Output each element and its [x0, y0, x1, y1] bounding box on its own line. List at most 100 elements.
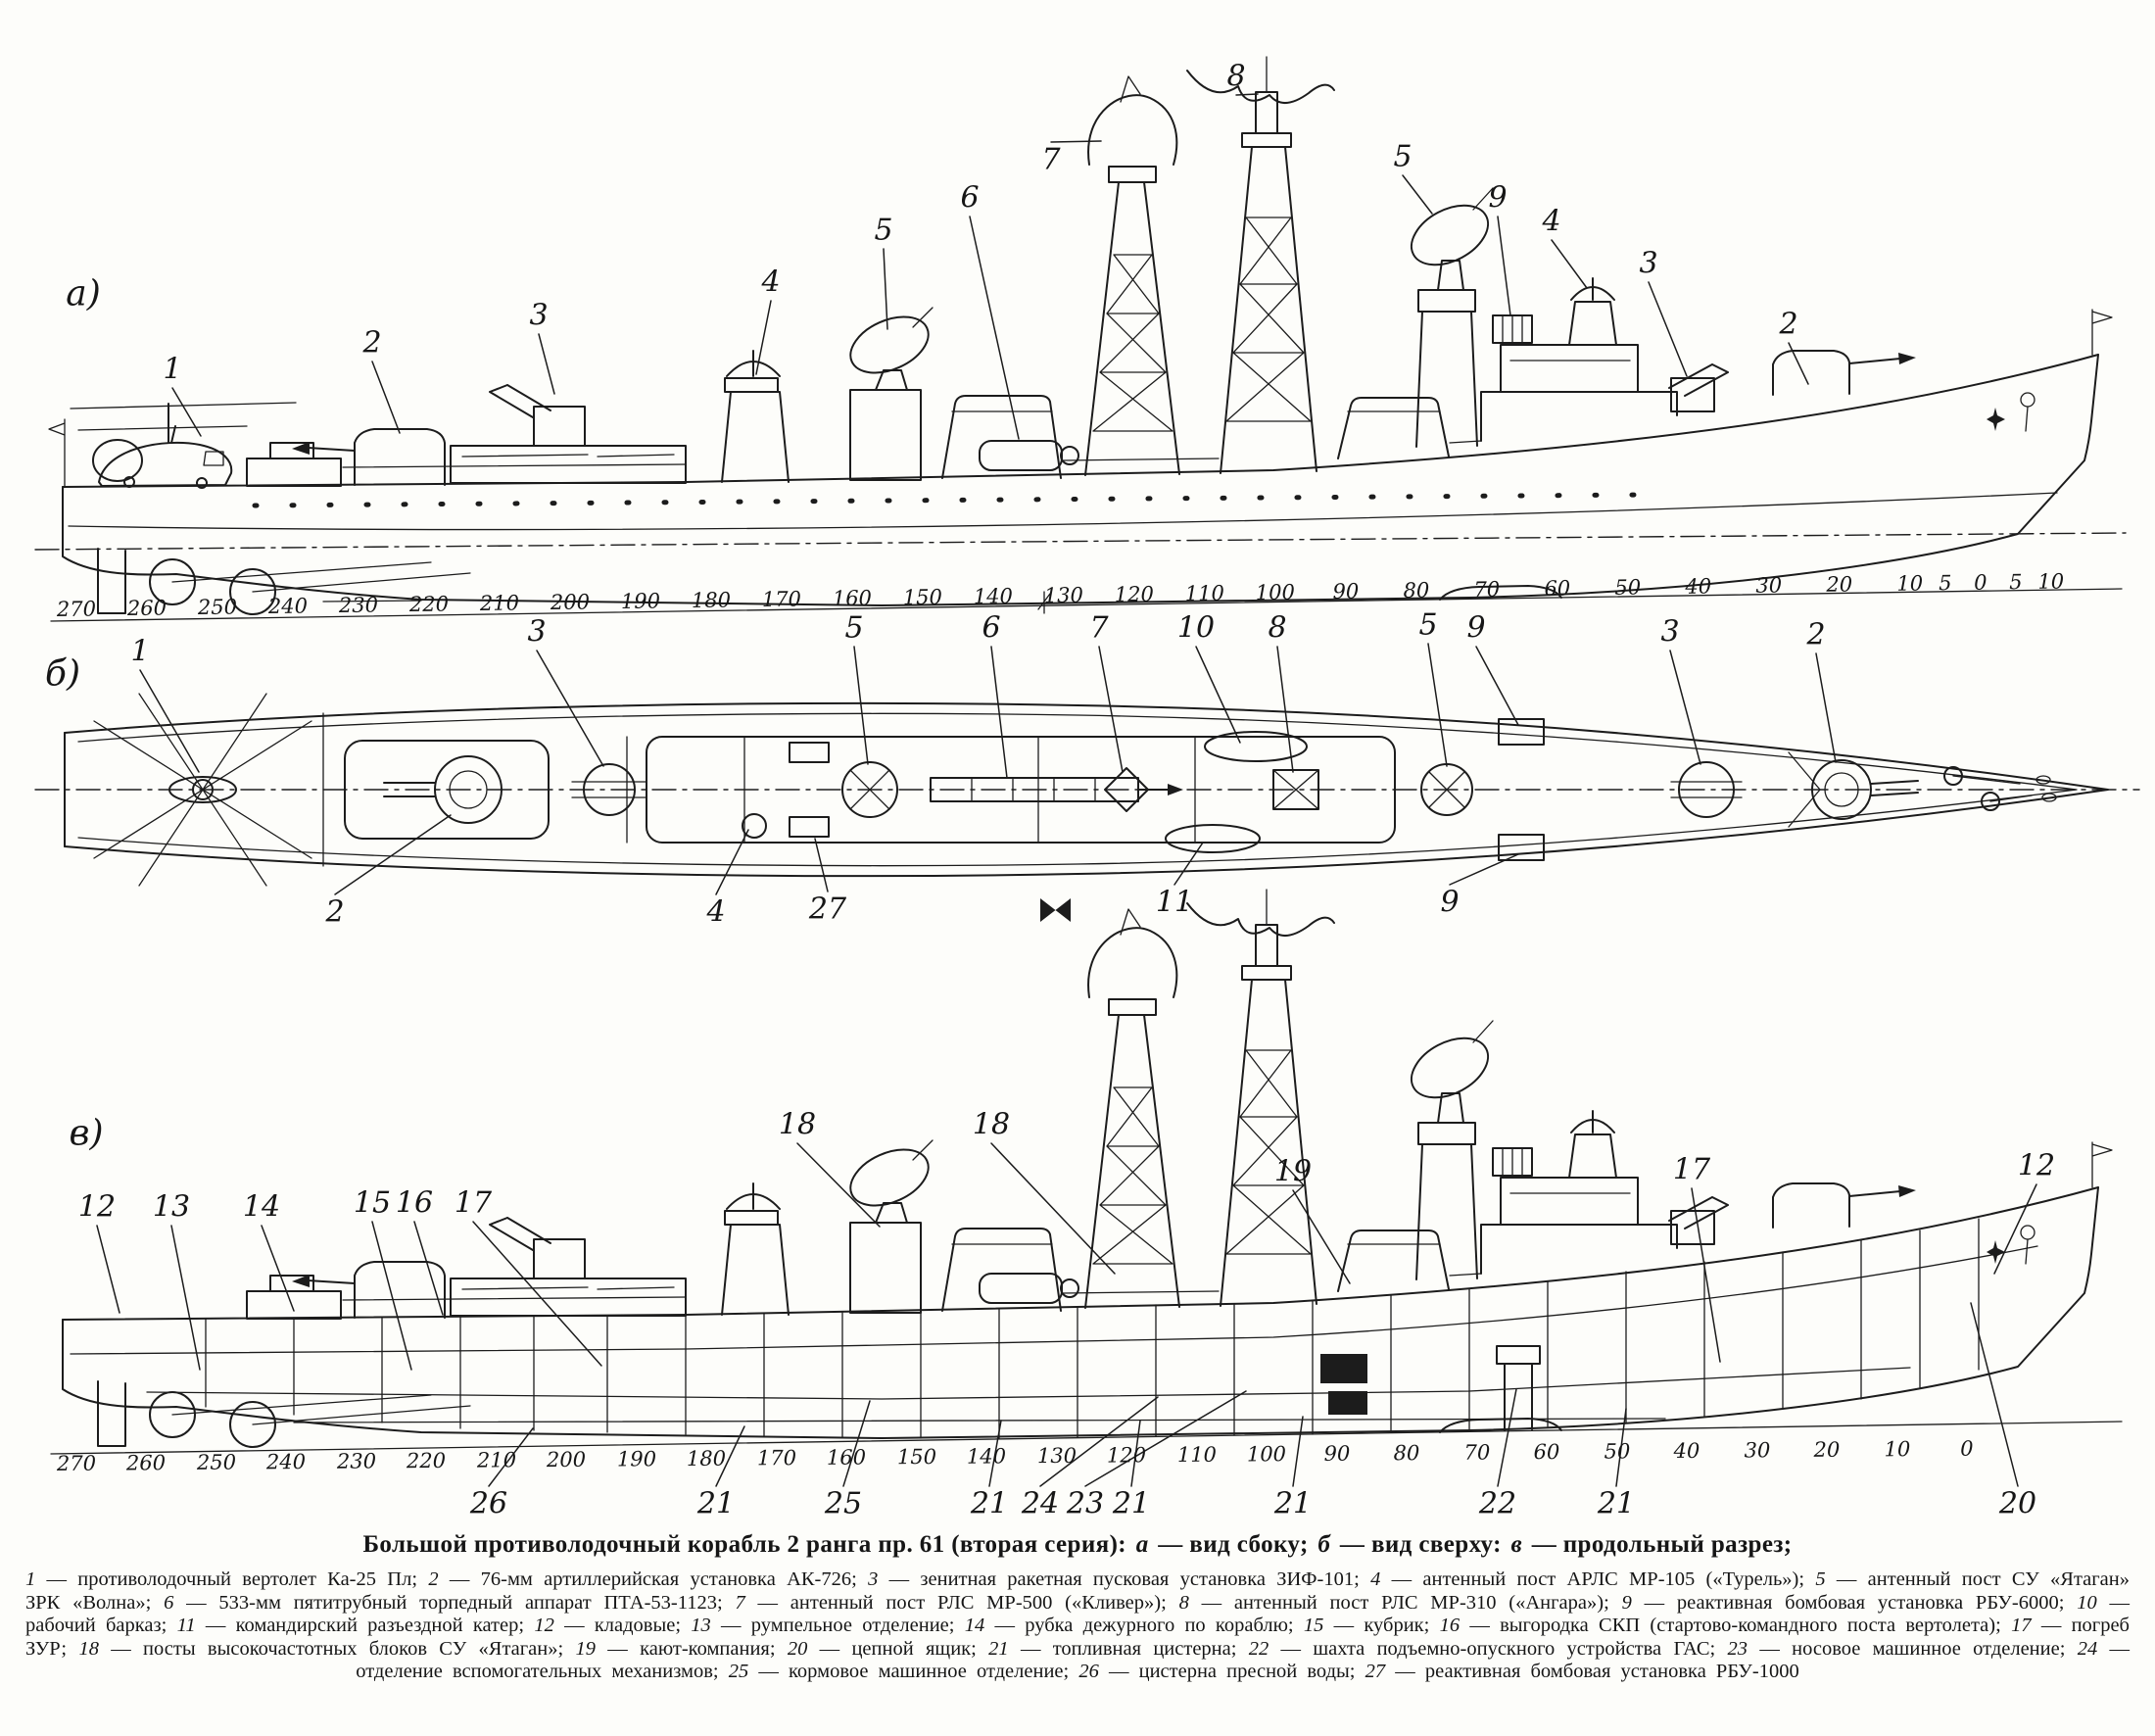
- rbu6000-mount: [1492, 314, 1533, 344]
- frame-number: 130: [1036, 1443, 1078, 1469]
- section-mark: [1040, 898, 1071, 922]
- frame-number: 0: [1960, 1436, 1974, 1461]
- callout-11: 11: [1155, 885, 1194, 920]
- aft-yatagan-plan: [841, 761, 898, 818]
- torpedo-tubes: [979, 440, 1079, 471]
- frame-number: 110: [1184, 581, 1225, 605]
- aft-yatagan-antenna: [849, 307, 934, 481]
- frame-number: 220: [408, 592, 450, 617]
- frame-number: 140: [966, 1444, 1007, 1469]
- frame-number: 200: [546, 1447, 587, 1472]
- legend-item-text: — рабочий барказ;: [25, 1591, 2131, 1637]
- legend-item-text: — румпельное отделение;: [710, 1615, 965, 1636]
- frame-number: 5: [2008, 570, 2023, 595]
- legend-item-text: — антенный пост РЛС МР-500 («Кливер»);: [744, 1591, 1179, 1614]
- frame-number: 250: [197, 595, 238, 620]
- frame-number: 250: [196, 1450, 237, 1474]
- legend-item-text: — антенный пост АРЛС МР-105 («Турель»);: [1380, 1568, 1816, 1590]
- frame-number: 230: [336, 1449, 377, 1473]
- legend-item-text: — носовое машинное отделение;: [1748, 1637, 2078, 1660]
- frame-number: 160: [826, 1445, 867, 1470]
- caption-view-list: а — вид сбоку; б — вид сверху: в — продо…: [1126, 1531, 1792, 1558]
- callout-1: 1: [130, 634, 150, 669]
- legend-item-number: 13: [691, 1615, 711, 1636]
- frame-number: 170: [756, 1446, 797, 1471]
- legend-item-number: 19: [575, 1637, 596, 1660]
- frame-number: 70: [1473, 577, 1501, 602]
- frame-number: 90: [1323, 1441, 1351, 1466]
- callout-2: 2: [362, 325, 382, 361]
- caption-view-desc: — продольный разрез;: [1525, 1531, 1793, 1558]
- legend-item-text: — реактивная бомбовая установка РБУ-6000…: [1631, 1591, 2078, 1614]
- callout-21: 21: [1112, 1486, 1151, 1521]
- frame-number: 20: [1826, 572, 1853, 597]
- legend-item-number: 11: [176, 1615, 196, 1636]
- callout-4: 4: [1542, 204, 1561, 239]
- callout-3: 3: [1639, 246, 1658, 281]
- frame-number: 190: [620, 589, 661, 613]
- fwd-funnel: [1337, 397, 1450, 459]
- legend-item-text: — зенитная ракетная пусковая установка З…: [878, 1568, 1371, 1590]
- frame-number: 130: [1043, 583, 1084, 607]
- callout-6: 6: [960, 180, 980, 216]
- callout-25: 25: [824, 1486, 863, 1521]
- callout-leader-lines: [96, 93, 2037, 1487]
- frame-number: 0: [1973, 570, 1987, 595]
- callout-9: 9: [1440, 885, 1460, 920]
- legend-item-text: — кормовое машинное отделение;: [748, 1661, 1079, 1682]
- kliver-mast-plan: [1104, 767, 1149, 812]
- callout-19: 19: [1273, 1154, 1313, 1189]
- dark-compartment: [1328, 1391, 1367, 1415]
- fwd-yatagan-antenna: [1410, 187, 1494, 448]
- fwd-missile-launcher-plan: [1670, 761, 1743, 818]
- callout-5: 5: [1393, 139, 1413, 174]
- callout-17: 17: [454, 1185, 493, 1221]
- fwd-gun-turret-ak726: [1772, 350, 1916, 396]
- frame-number: 210: [476, 1448, 517, 1472]
- bridge-block: [1480, 344, 1678, 442]
- frame-number: 40: [1673, 1438, 1700, 1464]
- frame-number: 190: [616, 1447, 657, 1471]
- frame-number: 210: [479, 591, 520, 615]
- legend-item-number: 24: [2077, 1637, 2098, 1660]
- callout-2: 2: [1806, 617, 1826, 652]
- frame-number: 100: [1255, 580, 1296, 604]
- frame-number: 70: [1463, 1440, 1491, 1465]
- frame-number: 120: [1114, 582, 1155, 606]
- legend-item-number: 27: [1365, 1661, 1386, 1682]
- legend-item-number: 4: [1370, 1568, 1381, 1590]
- callout-9: 9: [1488, 180, 1508, 216]
- legend-item-text: — командирский разъездной катер;: [195, 1615, 535, 1636]
- legend-item-text: — погреб ЗУР;: [25, 1615, 2130, 1660]
- callout-7: 7: [1089, 610, 1109, 646]
- rbu1000-pair-plan: [789, 742, 830, 838]
- breakwater-plan: [1788, 751, 1821, 828]
- legend-item-text: — шахта подъемно-опускного устройства ГА…: [1269, 1637, 1728, 1660]
- callout-3: 3: [1660, 614, 1680, 650]
- legend-item-text: — отделение вспомогательных механизмов;: [356, 1637, 2131, 1683]
- frame-number: 10: [2037, 569, 2065, 594]
- legend-item-number: 10: [2077, 1591, 2097, 1614]
- legend-item-number: 7: [735, 1591, 745, 1614]
- view-label-a: а): [66, 273, 101, 314]
- gas-hoist-shaft: [1496, 1345, 1541, 1431]
- legend-item-number: 1: [25, 1568, 36, 1590]
- frame-number: 240: [265, 1450, 307, 1474]
- frame-number: 160: [832, 586, 873, 610]
- callout-9: 9: [1466, 610, 1486, 646]
- helicopter-rotor-plan: [93, 693, 312, 887]
- callout-20: 20: [1998, 1486, 2037, 1521]
- fwd-missile-launcher-zif101: [1668, 363, 1729, 412]
- caption-view-desc: — вид сверху:: [1333, 1531, 1508, 1558]
- frame-number: 60: [1544, 576, 1571, 601]
- aft-missile-launcher-zif101: [489, 384, 586, 447]
- main-mast-angara: [1186, 56, 1335, 474]
- frame-number: 150: [896, 1444, 937, 1470]
- callout-21: 21: [696, 1486, 736, 1521]
- midship-mark: [1037, 591, 1051, 614]
- frame-number: 20: [1813, 1437, 1841, 1462]
- callout-2: 2: [1779, 307, 1798, 342]
- callout-4: 4: [706, 894, 726, 930]
- legend-item-number: 5: [1815, 1568, 1826, 1590]
- bow-fittings: [1987, 309, 2113, 432]
